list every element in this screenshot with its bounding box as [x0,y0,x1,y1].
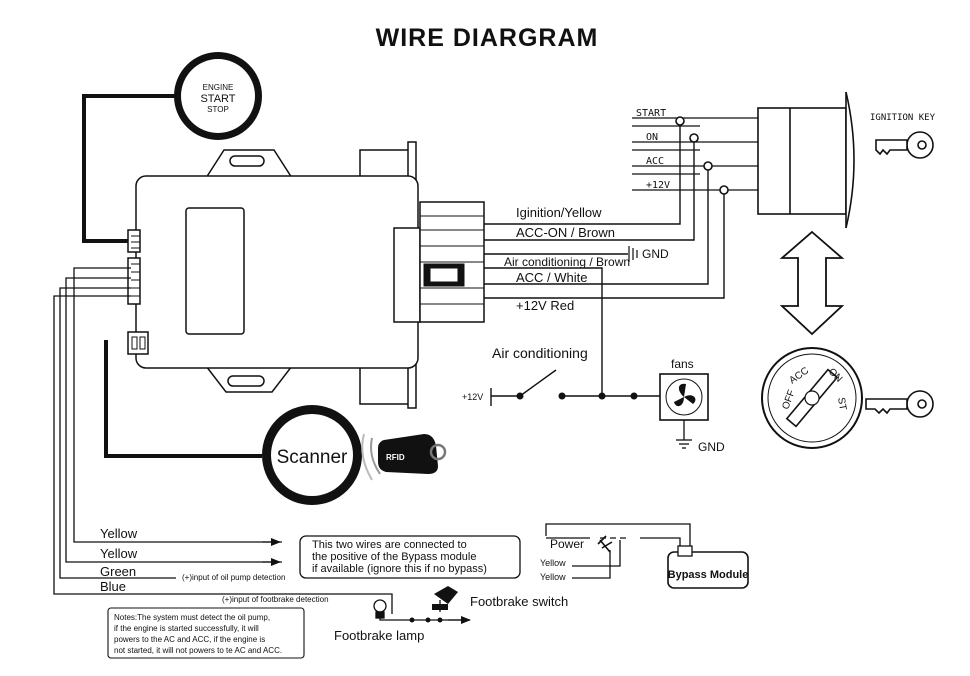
rfid-label: RFID [386,453,405,462]
terminal-12v: +12V [646,180,670,191]
ac-junctions [516,392,638,400]
wire-yellow-2: Yellow [100,546,138,561]
notes-box: Notes:The system must detect the oil pum… [107,607,305,659]
notes-line3: powers to the AC and ACC, if the engine … [114,635,265,644]
wire-label-gnd: GND [642,247,669,261]
connector-details [131,215,484,350]
wire-blue: Blue [100,579,126,594]
key-icon [875,131,934,159]
gnd-symbol-top [628,246,638,262]
bypass-note-line1: This two wires are connected to [312,539,467,551]
wire-label-red: +12V Red [516,298,574,313]
rfid-tag-icon: RFID [361,433,447,481]
notes-line4: not started, it will not powers to te AC… [114,646,282,655]
terminal-acc: ACC [646,156,664,167]
wire-yellow-1: Yellow [100,526,138,541]
wire-label-air-conditioning: Air conditioning / Brown [504,255,630,269]
ignition-dial: OFF ACC ON ST [761,347,863,449]
wire-label-acc-on: ACC-ON / Brown [516,225,615,240]
double-arrow-icon [779,230,845,336]
terminal-start: START [636,108,666,119]
bypass-yellow-1: Yellow [540,558,566,568]
scanner-label: Scanner [277,447,348,468]
bypass-note-line2: the positive of the Bypass module [312,551,476,563]
start-button-line3: STOP [207,105,229,114]
start-button-line1: ENGINE [203,83,234,92]
ignition-lock-cylinder [757,91,855,229]
engine-start-stop-button: ENGINE START STOP [174,52,262,140]
terminal-on: ON [646,132,658,143]
bypass-note-box: This two wires are connected to the posi… [299,535,521,579]
footbrake-lamp-icon [373,599,387,619]
scanner-antenna: Scanner [262,405,362,505]
footbrake-switch-icon [432,586,458,610]
scanner-wire [104,340,262,458]
oil-pump-note: (+)input of oil pump detection [182,573,285,582]
bypass-module: Bypass Module [667,545,749,589]
footbrake-junctions [409,617,443,623]
bypass-note-line3: if available (ignore this if no bypass) [312,563,487,575]
footbrake-switch-label: Footbrake switch [470,594,568,609]
ac-12v: +12V [462,392,483,402]
wire-label-ignition: Iginition/Yellow [516,205,602,220]
fan-gnd-symbol [676,420,692,449]
footbrake-note: (+)input of footbrake detection [222,595,329,604]
start-button-line2: START [200,93,235,105]
start-button-wire [82,94,178,243]
key-icon-2 [865,390,934,418]
notes-line2: if the engine is started successfully, i… [114,624,259,633]
dial-st: ST [835,397,848,411]
relay-icon [597,535,613,553]
fan-gnd-label: GND [698,440,725,454]
footbrake-lamp-label: Footbrake lamp [334,628,424,643]
page-title: WIRE DIARGRAM [376,24,599,52]
bypass-yellow-2: Yellow [540,572,566,582]
bypass-module-label: Bypass Module [668,569,749,581]
terminal-junctions [675,116,729,195]
ignition-key-label: IGNITION KEY [870,113,936,123]
ac-circuit-wires [490,369,660,406]
ac-label: Air conditioning [492,345,588,361]
bypass-power: Power [550,537,584,551]
wire-label-acc-white: ACC / White [516,270,588,285]
fan-icon [659,373,709,421]
notes-line1: Notes:The system must detect the oil pum… [114,613,270,622]
signal-wires [53,267,393,614]
output-wires [484,118,725,396]
fans-label: fans [671,357,694,371]
wire-green: Green [100,564,136,579]
